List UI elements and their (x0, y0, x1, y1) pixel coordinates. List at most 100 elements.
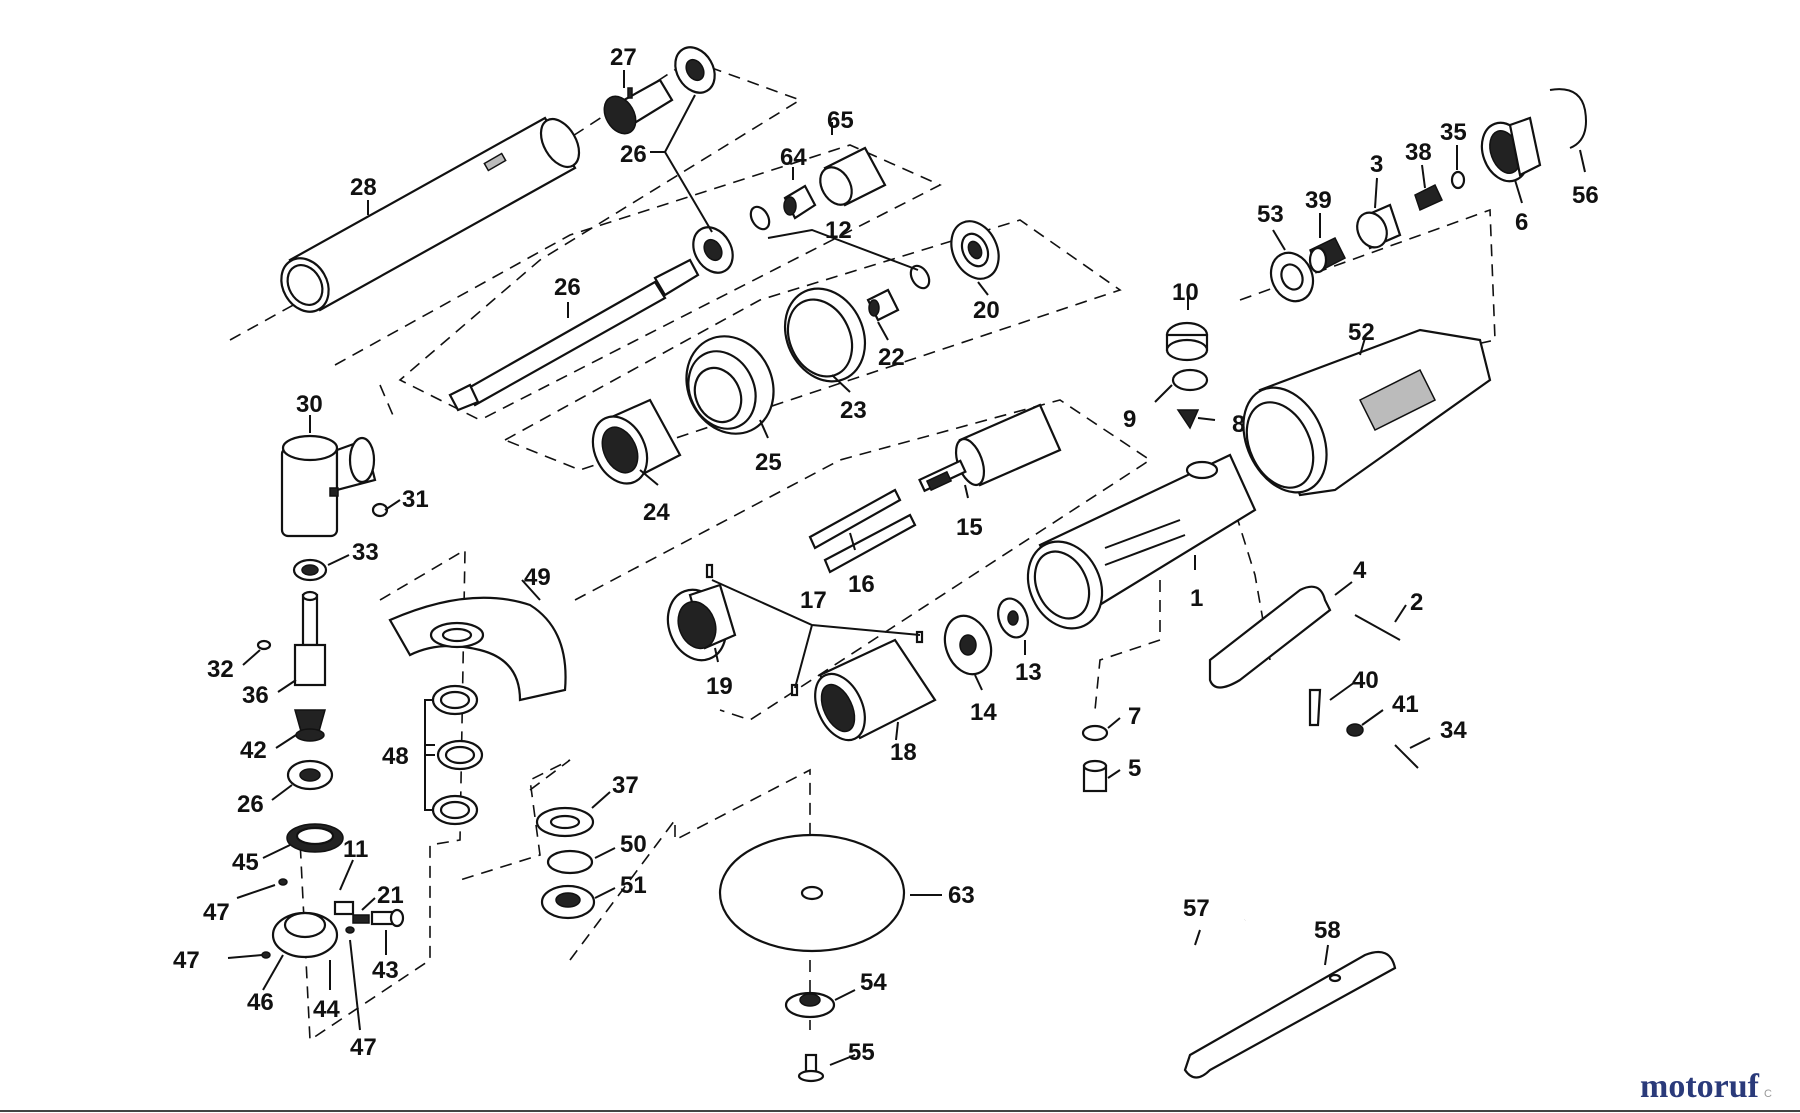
label-15: 15 (956, 514, 983, 541)
part-2-pin (1354, 614, 1401, 641)
label-65: 65 (827, 107, 854, 134)
label-19: 19 (706, 673, 733, 700)
part-30-angle-head (280, 434, 377, 538)
part-13-bearing (997, 597, 1029, 639)
part-20-bearing (950, 220, 1000, 280)
part-56-circlip (1549, 88, 1587, 149)
part-1-motor-housing (1026, 453, 1257, 630)
label-37: 37 (612, 772, 639, 799)
label-16: 16 (848, 571, 875, 598)
part-21-spring (352, 914, 370, 924)
label-10: 10 (1172, 279, 1199, 306)
part-15-rotor (918, 403, 1062, 493)
part-4-lever (1208, 585, 1332, 689)
label-12: 12 (825, 217, 852, 244)
part-39-fitting (1308, 237, 1347, 274)
part-51-flange (540, 884, 596, 920)
label-4: 4 (1353, 557, 1367, 584)
label-36: 36 (242, 682, 269, 709)
label-7: 7 (1128, 703, 1141, 730)
part-47-screws (261, 878, 355, 959)
part-19-endplate (666, 583, 737, 662)
part-5-plug (1082, 759, 1108, 793)
label-32: 32 (207, 656, 234, 683)
label-42: 42 (240, 737, 267, 764)
part-18-cylinder (814, 638, 937, 742)
part-6-inlet (1480, 116, 1542, 183)
part-3-valve (1356, 203, 1402, 250)
label-52: 52 (1348, 319, 1375, 346)
label-24: 24 (643, 499, 670, 526)
part-45-seal (286, 823, 344, 853)
label-27: 26 (554, 274, 581, 301)
part-labels: 28 27 26 26 65 64 12 20 22 23 25 24 30 3… (173, 44, 1599, 1066)
leader-lines (227, 70, 1586, 1066)
part-25-collar (685, 335, 775, 435)
label-3: 3 (1370, 151, 1383, 178)
part-10-cap (1165, 321, 1209, 362)
part-38-spring (1414, 183, 1443, 212)
label-57: 57 (1183, 895, 1210, 922)
part-22-nut (866, 288, 900, 322)
label-22: 22 (878, 344, 905, 371)
label-25: 25 (755, 449, 782, 476)
label-51: 51 (620, 872, 647, 899)
label-58: 58 (1314, 917, 1341, 944)
label-26-lower: 26 (237, 791, 264, 818)
label-46: 46 (247, 989, 274, 1016)
label-50: 50 (620, 831, 647, 858)
label-30: 30 (296, 391, 323, 418)
label-47-b: 47 (173, 947, 200, 974)
part-65-sleeve (819, 146, 887, 207)
label-55: 55 (848, 1039, 875, 1066)
label-11: 11 (343, 836, 368, 863)
label-48: 48 (382, 743, 409, 770)
label-64: 64 (780, 144, 807, 171)
label-21: 21 (377, 882, 404, 909)
part-14-endplate-rear (943, 614, 993, 676)
part-63-grinding-disc (718, 833, 906, 953)
label-41: 41 (1392, 691, 1419, 718)
part-28-gear (603, 78, 674, 135)
label-39: 39 (1305, 187, 1332, 214)
part-58-wrench (1183, 950, 1397, 1079)
label-33: 33 (352, 539, 379, 566)
part-50-circlip (546, 849, 594, 875)
label-45: 45 (232, 849, 259, 876)
label-63: 63 (948, 882, 975, 909)
label-53: 53 (1257, 201, 1284, 228)
label-35: 35 (1440, 119, 1467, 146)
label-18: 18 (890, 739, 917, 766)
label-34: 34 (1440, 717, 1467, 744)
label-13: 13 (1015, 659, 1042, 686)
part-27-shaft (448, 258, 700, 412)
label-38: 38 (1405, 139, 1432, 166)
part-43-pin (370, 908, 405, 928)
part-34-pin (1394, 744, 1419, 769)
part-17-pins (705, 563, 924, 697)
part-29-tube (280, 116, 581, 313)
part-49-guard (388, 596, 567, 702)
label-40: 40 (1352, 667, 1379, 694)
label-20: 20 (973, 297, 1000, 324)
part-54-nut (784, 991, 836, 1019)
part-24-cap (591, 398, 682, 485)
part-42-bevel-gear (294, 709, 326, 742)
label-23: 23 (840, 397, 867, 424)
label-14: 14 (970, 699, 997, 726)
part-7-oring (1081, 724, 1109, 742)
part-57-hex-key (1143, 918, 1246, 988)
part-16-vanes (808, 488, 917, 574)
part-33-bearing (292, 558, 328, 582)
part-12-snap-rings (749, 205, 931, 290)
part-9-oring (1171, 368, 1209, 392)
bottom-rule (0, 1110, 1800, 1112)
label-54: 54 (860, 969, 887, 996)
part-26-bearing-top (674, 46, 734, 274)
label-47-a: 47 (203, 899, 230, 926)
watermark-logo: motoruf (1640, 1068, 1759, 1105)
part-41-spring (1346, 723, 1364, 737)
label-2: 2 (1410, 589, 1423, 616)
part-46-housing (271, 900, 355, 959)
